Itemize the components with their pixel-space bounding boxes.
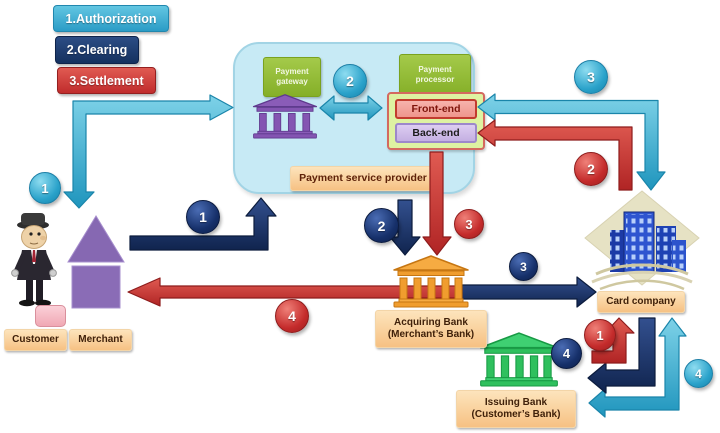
card-company-label: Card company xyxy=(597,291,685,313)
legend-authorization: 1.Authorization xyxy=(53,5,169,32)
customer-label: Customer xyxy=(4,329,67,351)
legend-clearing: 2.Clearing xyxy=(55,36,139,64)
arrow-clearing-4 xyxy=(587,317,656,394)
arrow-authorization-1 xyxy=(63,94,234,209)
customer-card-icon xyxy=(35,305,66,327)
customer-icon xyxy=(11,213,57,307)
badge-clearing-4: 4 xyxy=(551,338,582,369)
arrow-authorization-4 xyxy=(588,317,687,418)
arrow-clearing-3 xyxy=(461,276,597,308)
badge-clearing-3: 3 xyxy=(509,252,538,281)
badge-authorization-4: 4 xyxy=(684,359,713,388)
arrow-settlement-2 xyxy=(477,119,633,191)
processor-frontend-backend-box: Front-end Back-end xyxy=(387,92,485,150)
payment-service-provider-label: Payment service provider xyxy=(290,166,436,191)
backend-box: Back-end xyxy=(395,123,477,143)
arrow-clearing-2 xyxy=(389,199,421,256)
badge-settlement-3: 3 xyxy=(454,209,484,239)
issuing-bank-label: Issuing Bank (Customer’s Bank) xyxy=(456,390,576,428)
frontend-box: Front-end xyxy=(395,99,477,119)
payment-gateway-label: Payment gateway xyxy=(263,57,321,97)
badge-clearing-2: 2 xyxy=(364,208,399,243)
badge-clearing-1: 1 xyxy=(186,200,220,234)
arrow-settlement-4 xyxy=(127,277,463,307)
payment-processor-label: Payment processor xyxy=(399,54,471,96)
payment-gateway-bank-icon xyxy=(252,94,318,139)
arrow-authorization-2 xyxy=(319,95,383,121)
arrow-authorization-3 xyxy=(477,93,666,191)
arrow-clearing-1 xyxy=(129,197,277,251)
issuing-bank-line2: (Customer’s Bank) xyxy=(471,409,561,420)
badge-settlement-4: 4 xyxy=(275,299,309,333)
arrow-settlement-3 xyxy=(422,151,452,256)
issuing-bank-icon xyxy=(479,332,559,387)
issuing-bank-line1: Issuing Bank xyxy=(484,396,548,408)
acquiring-bank-icon xyxy=(393,255,469,308)
badge-settlement-2: 2 xyxy=(574,152,608,186)
acquiring-bank-label: Acquiring Bank (Merchant’s Bank) xyxy=(375,310,487,348)
badge-authorization-2: 2 xyxy=(333,64,367,98)
badge-settlement-1: 1 xyxy=(584,319,616,351)
badge-authorization-1: 1 xyxy=(29,172,61,204)
acquiring-bank-line1: Acquiring Bank xyxy=(394,316,468,328)
merchant-label: Merchant xyxy=(69,329,132,351)
badge-authorization-3: 3 xyxy=(574,60,608,94)
legend-settlement: 3.Settlement xyxy=(57,67,156,94)
merchant-icon xyxy=(67,215,125,309)
acquiring-bank-line2: (Merchant’s Bank) xyxy=(387,329,475,340)
card-company-icon xyxy=(584,190,700,291)
